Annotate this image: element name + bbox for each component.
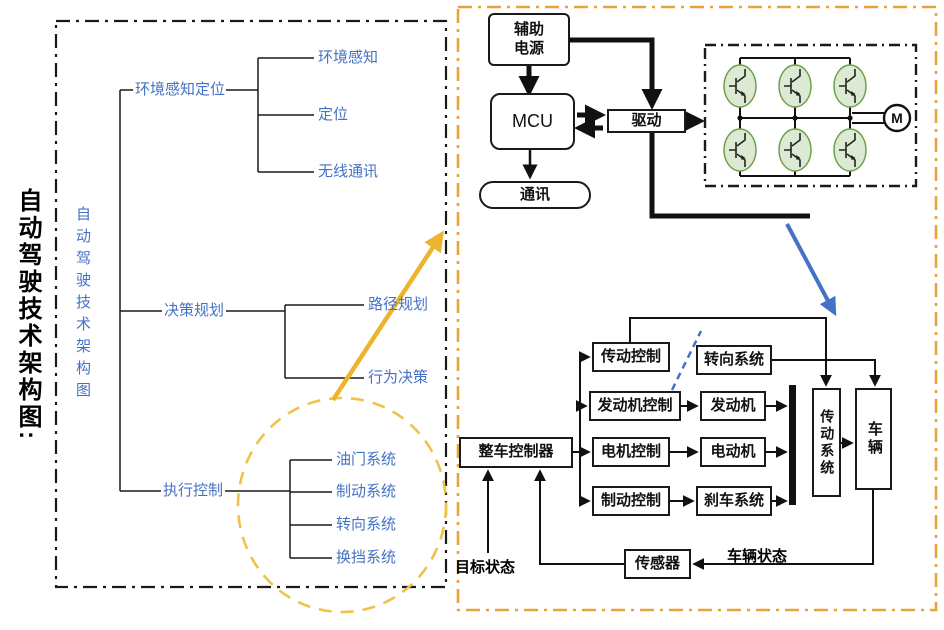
igbt-icon	[833, 128, 867, 172]
tree-connectors	[119, 57, 364, 559]
pointer-arrow-blue	[785, 223, 837, 317]
tree-leaf-gearshift: 换挡系统	[336, 549, 397, 566]
power-flow-arrows	[518, 37, 810, 219]
vehicle-label: 车辆	[865, 421, 883, 457]
junction-dot	[792, 115, 798, 121]
tree-branch-execution: 执行控制	[163, 482, 224, 499]
steering-system-box: 转向系统	[696, 345, 772, 375]
transmission-system-label: 传动系统	[819, 408, 836, 477]
tree-branch-planning: 决策规划	[164, 302, 225, 319]
control-flow-arrows	[573, 317, 881, 507]
right-panel-border	[456, 5, 938, 612]
left-panel-border	[54, 19, 448, 589]
vehicle-controller-box: 整车控制器	[459, 437, 573, 468]
inverter-border	[703, 43, 918, 188]
igbt-icon	[723, 128, 757, 172]
junction-dot	[847, 115, 853, 121]
mcu-box: MCU	[490, 93, 575, 150]
inverter-circuit: M	[703, 43, 918, 188]
highlight-arrow	[331, 230, 444, 402]
aux-power-box: 辅助 电源	[488, 13, 570, 66]
brake-system-box: 刹车系统	[696, 486, 772, 516]
aux-power-line1: 辅助	[513, 20, 544, 38]
igbt-icon	[778, 64, 812, 108]
motor-label: M	[891, 110, 903, 126]
vehicle-box: 车辆	[855, 388, 892, 490]
break-slash	[670, 330, 703, 391]
tree-leaf-wireless: 无线通讯	[318, 163, 379, 180]
transmission-control-box: 传动控制	[592, 342, 670, 372]
power-bus-bar	[789, 385, 796, 505]
tree-leaf-path-planning: 路径规划	[368, 296, 429, 313]
feedback-arrows	[482, 469, 874, 570]
igbt-icon	[833, 64, 867, 108]
junction-dot	[737, 115, 743, 121]
electric-motor-box: 电动机	[700, 437, 766, 467]
tree-leaf-throttle: 油门系统	[336, 451, 397, 468]
motor-circle	[882, 103, 912, 133]
vehicle-state-label: 车辆状态	[727, 548, 788, 565]
tree-leaf-localization: 定位	[318, 106, 349, 123]
tree-root-title: 自动驾驶技术架构图	[74, 206, 91, 404]
target-state-label: 目标状态	[455, 559, 516, 576]
igbt-icon	[723, 64, 757, 108]
comm-box: 通讯	[479, 181, 591, 209]
sensor-box: 传感器	[624, 549, 691, 579]
engine-box: 发动机	[700, 391, 766, 421]
igbt-icon	[778, 128, 812, 172]
tree-leaf-steering: 转向系统	[336, 516, 397, 533]
tree-branch-perception: 环境感知定位	[135, 81, 226, 98]
motor-control-box: 电机控制	[592, 437, 670, 467]
page-title: 自动驾驶技术架构图:	[14, 188, 41, 442]
brake-control-box: 制动控制	[592, 486, 670, 516]
highlight-circle	[236, 396, 448, 614]
tree-leaf-env-sensing: 环境感知	[318, 49, 379, 66]
aux-power-line2: 电源	[513, 39, 544, 57]
transmission-system-box: 传动系统	[812, 388, 841, 497]
engine-control-box: 发动机控制	[589, 391, 681, 421]
tree-leaf-behavior-decision: 行为决策	[368, 369, 429, 386]
drive-box: 驱动	[607, 109, 686, 133]
tree-leaf-brake: 制动系统	[336, 483, 397, 500]
